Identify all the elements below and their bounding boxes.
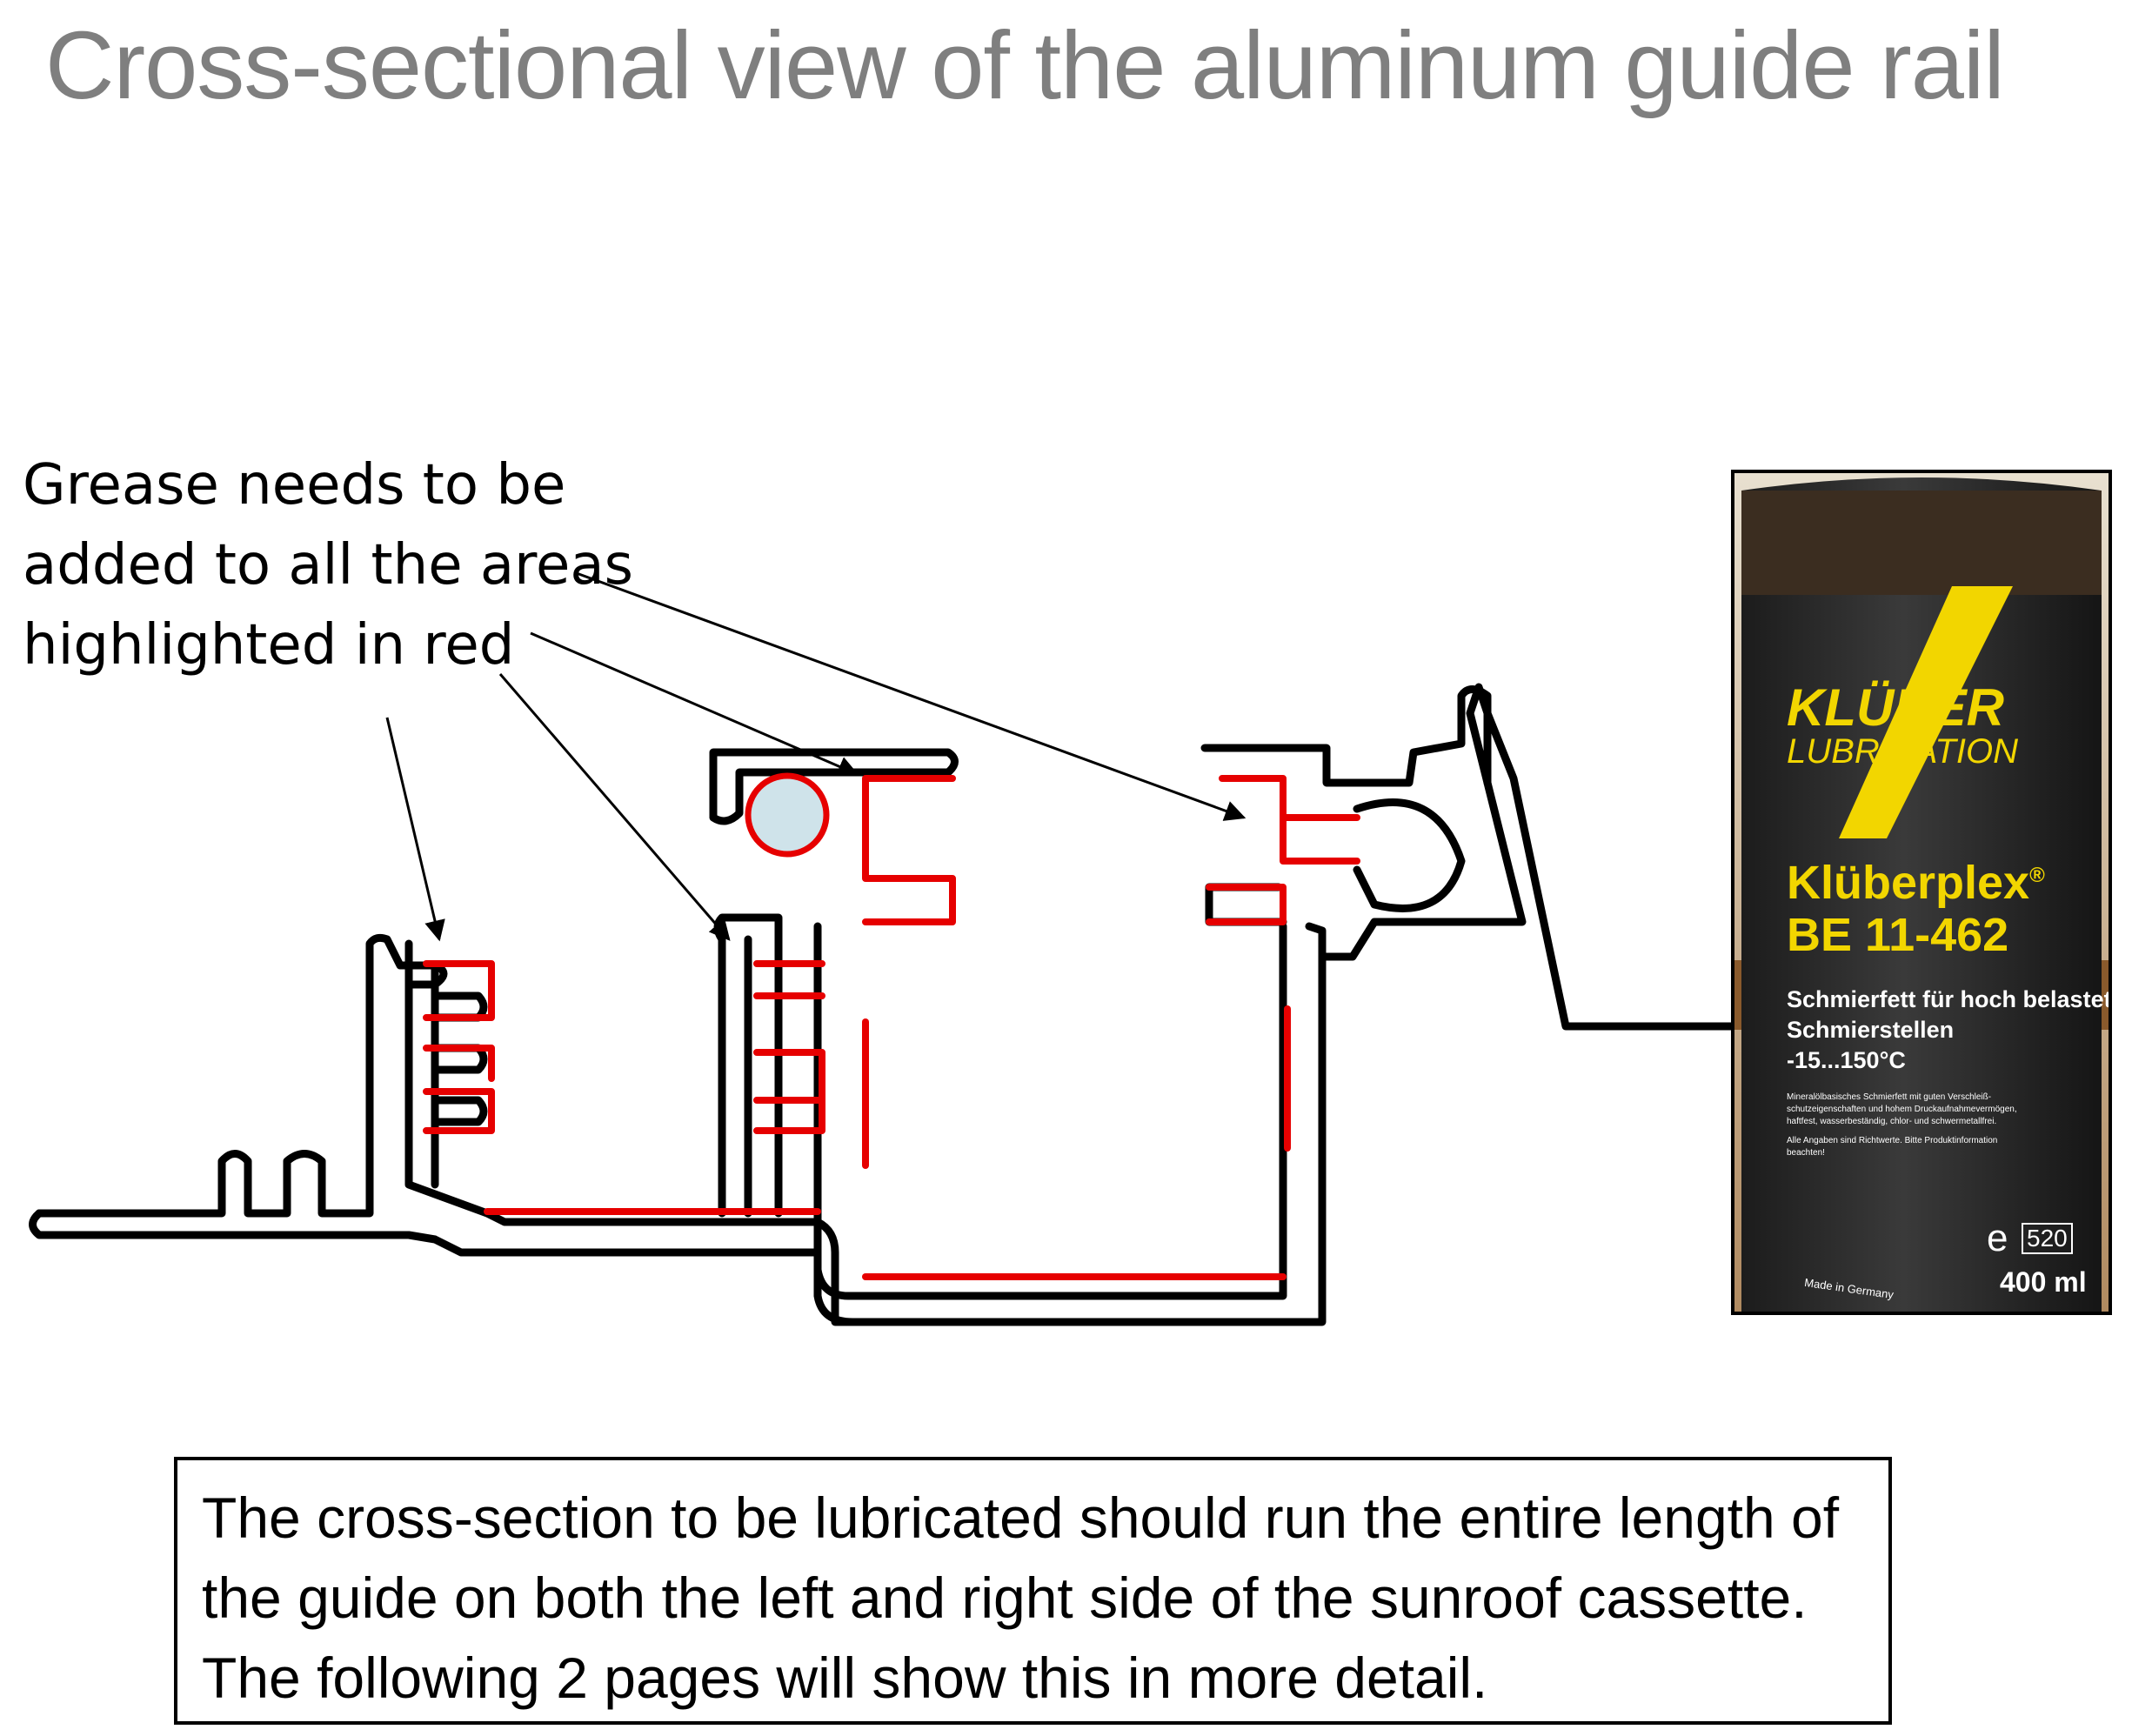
product-name: Klüberplex®	[1787, 857, 2045, 909]
right-upper-hook	[1200, 685, 1492, 787]
instruction-note: The cross-section to be lubricated shoul…	[174, 1457, 1892, 1725]
note-line-2: the guide on both the left and right sid…	[202, 1566, 1808, 1630]
product-desc-2: Schmierstellen	[1787, 1017, 1955, 1043]
arrow-1	[385, 717, 445, 942]
highlight-left-fins	[423, 960, 495, 1134]
brand-name: KLÜBER	[1787, 678, 2004, 737]
channel-right-wall	[1305, 922, 1327, 961]
right-lower-tab	[1205, 883, 1287, 926]
volume: 400 ml	[2000, 1266, 2087, 1298]
estimate-mark: e	[1987, 1217, 2008, 1259]
product-temp: -15...150°C	[1787, 1047, 1906, 1073]
note-line-1: The cross-section to be lubricated shoul…	[202, 1486, 1840, 1550]
fine-print-3: haftfest, wasserbeständig, chlor- und sc…	[1787, 1117, 1997, 1126]
arrow-3	[530, 631, 859, 777]
rail-base-outer	[35, 683, 1735, 1326]
lubricant-can-illustration	[1734, 473, 2109, 1312]
highlight-mid-fins	[753, 960, 825, 1134]
fine-print-2: schutzeigenschaften und hohem Druckaufna…	[1787, 1105, 2017, 1114]
arrow-4	[573, 571, 1246, 821]
hook-top	[709, 748, 959, 825]
rail-base-inner	[29, 1209, 857, 1326]
page-title: Cross-sectional view of the aluminum gui…	[45, 12, 2005, 119]
channel-left-wall	[813, 922, 1287, 1300]
note-line-3: The following 2 pages will show this in …	[202, 1646, 1488, 1710]
fine-print-4: Alle Angaben sind Richtwerte. Bitte Prod…	[1787, 1136, 1998, 1145]
fine-print-5: beachten!	[1787, 1148, 1825, 1158]
brand-stripe-icon	[1839, 586, 2013, 838]
product-code: BE 11-462	[1787, 909, 2009, 961]
brand-subtitle: LUBRICATION	[1787, 732, 2018, 771]
product-desc-1: Schmierfett für hoch belastete	[1787, 986, 2112, 1012]
callout-line-1: Grease needs to be	[23, 453, 566, 517]
arrow-2	[498, 673, 731, 941]
grease-highlights	[423, 775, 1360, 1280]
highlight-right-lower	[1206, 884, 1287, 925]
lubricant-product-photo: KLÜBER LUBRICATION Klüberplex® BE 11-462…	[1731, 470, 2112, 1315]
highlight-right-upper	[1219, 775, 1360, 865]
grease-callout: Grease needs to be added to all the area…	[23, 445, 633, 685]
callout-arrows	[385, 571, 1246, 942]
left-block-wall	[404, 939, 439, 1189]
callout-line-2: added to all the areas	[23, 533, 633, 598]
box-number: 520	[2022, 1223, 2073, 1254]
right-round-knob	[1353, 798, 1466, 912]
highlight-column-top	[862, 775, 956, 925]
fine-print-1: Mineralölbasisches Schmierfett mit guten…	[1787, 1092, 1992, 1102]
callout-line-3: highlighted in red	[23, 613, 515, 678]
rail-outline	[29, 683, 1735, 1326]
bearing-ball	[745, 772, 830, 858]
